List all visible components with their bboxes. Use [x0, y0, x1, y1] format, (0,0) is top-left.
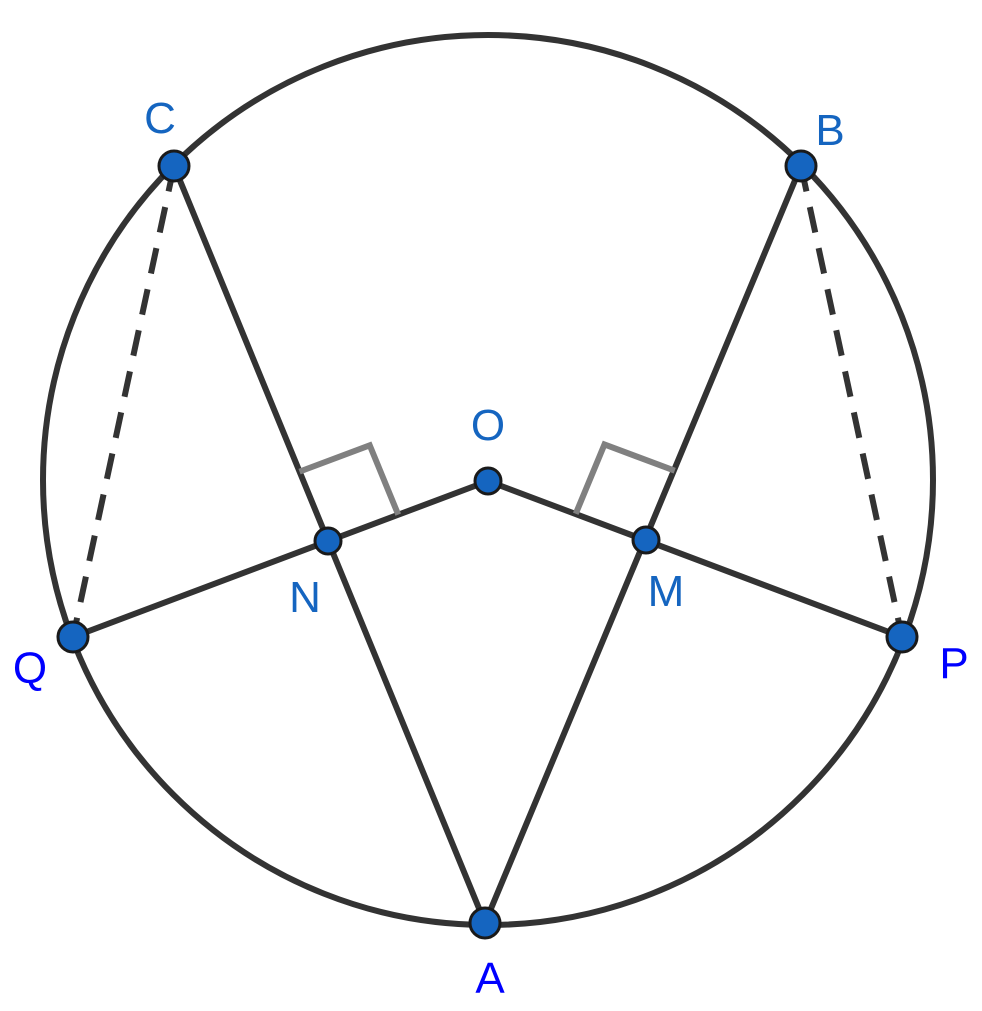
- label-n: N: [289, 573, 321, 622]
- label-c: C: [144, 94, 176, 143]
- point-o: [473, 466, 503, 496]
- segment-oq: [70, 478, 491, 640]
- point-a: [468, 906, 502, 940]
- label-o: O: [471, 401, 505, 450]
- point-m: [631, 525, 661, 555]
- point-p: [885, 620, 919, 654]
- label-b: B: [815, 106, 844, 155]
- point-n: [313, 526, 343, 556]
- point-b: [784, 149, 818, 183]
- right-angle-mark-n: [298, 441, 401, 516]
- label-p: P: [939, 639, 968, 688]
- diagram-points: [56, 149, 919, 940]
- point-q: [56, 620, 90, 654]
- segment-op: [485, 478, 905, 640]
- segment-bp: [798, 165, 905, 638]
- point-c: [157, 149, 191, 183]
- right-angle-mark-m: [572, 440, 676, 515]
- diagram-labels: O A B C P Q M N: [13, 94, 969, 1003]
- segment-cq: [70, 165, 177, 638]
- label-q: Q: [13, 644, 47, 693]
- right-angle-marks: [298, 440, 676, 516]
- diagram-edges: [70, 163, 905, 926]
- label-a: A: [475, 954, 505, 1003]
- label-m: M: [648, 567, 685, 616]
